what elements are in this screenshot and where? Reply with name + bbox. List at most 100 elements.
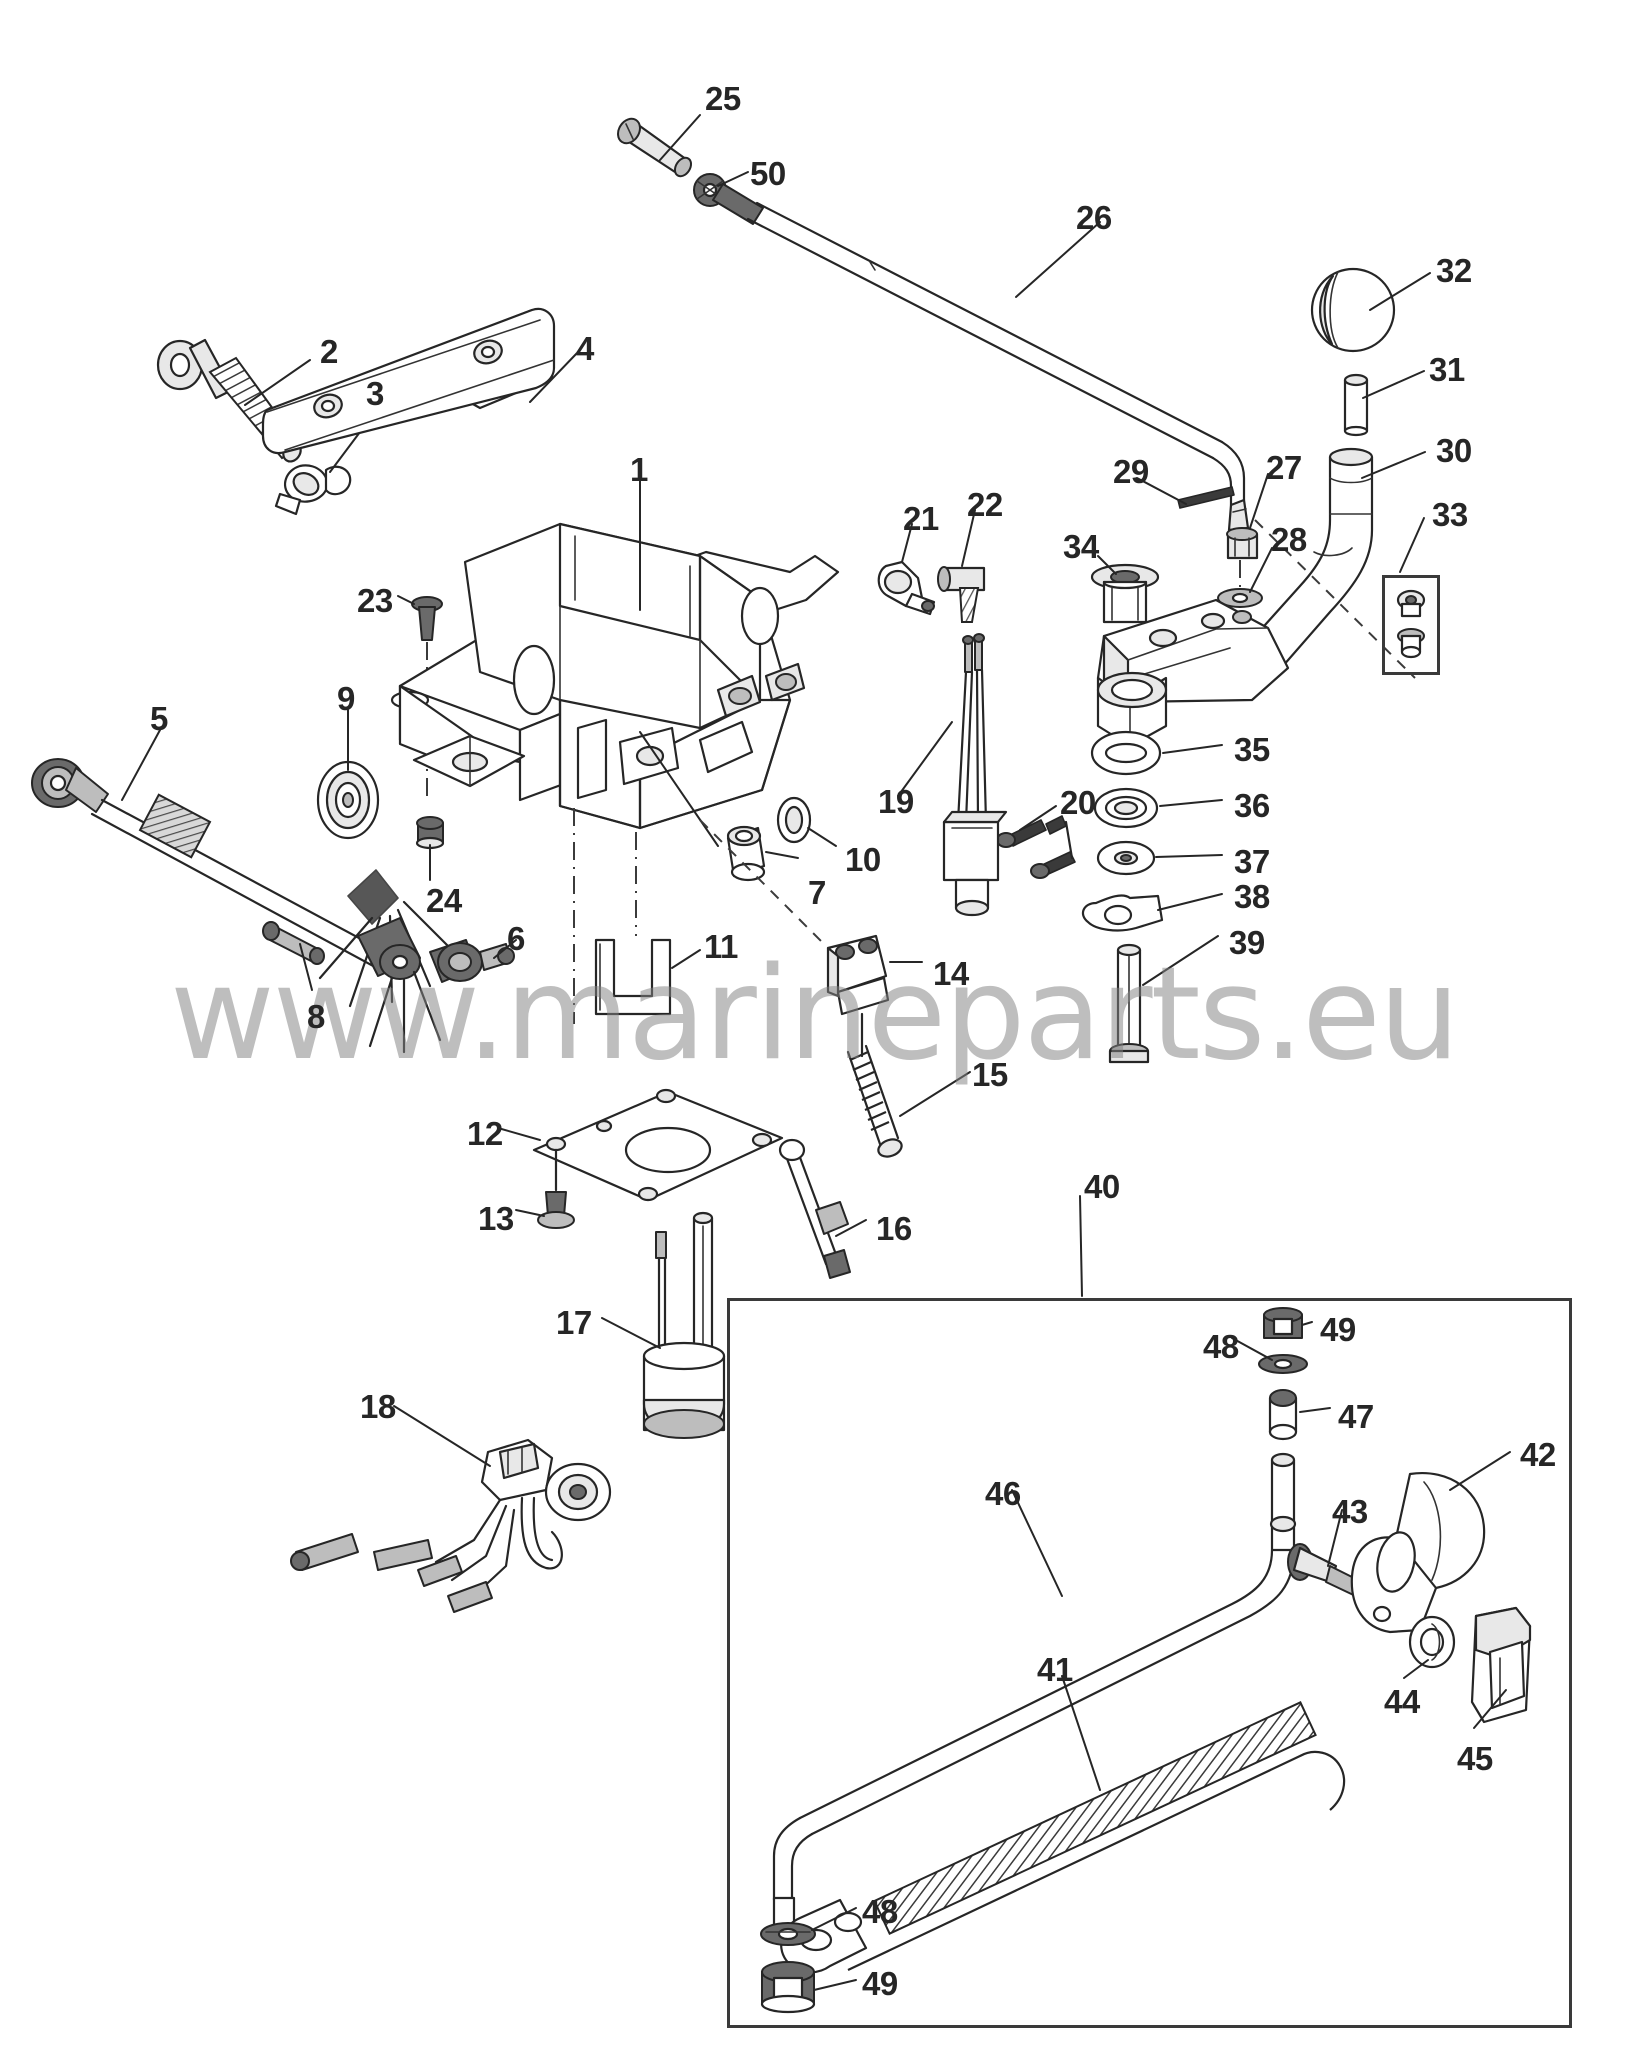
- part-29-cotter-pin: [1177, 486, 1235, 509]
- callout-number-21: 21: [903, 500, 939, 537]
- leader-43: [1327, 1509, 1343, 1567]
- part-6-barrel-retainer: [429, 939, 515, 983]
- part-44-washer: [1408, 1615, 1456, 1669]
- part-24-bushing: [415, 816, 445, 850]
- callout-number-9: 9: [337, 680, 355, 717]
- leader-16: [835, 1219, 867, 1237]
- part-21-clamp: [877, 560, 936, 616]
- part-19-cable-assembly: [942, 633, 1008, 917]
- leader-17: [601, 1317, 661, 1349]
- leader-13: [515, 1209, 545, 1217]
- part-49-locknut-bottom: [760, 1961, 816, 2014]
- part-31-pin: [1343, 373, 1369, 437]
- callout-number-41: 41: [1037, 1651, 1073, 1688]
- part-18-switch-assembly: [290, 1438, 612, 1613]
- leader-45: [1473, 1689, 1507, 1729]
- leader-10: [807, 827, 837, 847]
- leader-8: [299, 943, 313, 991]
- part-5-cable: [31, 758, 402, 976]
- part-13-screw: [537, 1148, 575, 1229]
- callout-number-22: 22: [967, 486, 1003, 523]
- part-3-lock-clip: [274, 464, 352, 516]
- leader-34: [1097, 555, 1117, 575]
- leader-48-top: [1231, 1337, 1273, 1361]
- part-42-swivel-bracket: [1350, 1471, 1486, 1634]
- callout-number-36: 36: [1234, 787, 1270, 824]
- callout-number-38: 38: [1234, 878, 1270, 915]
- leader-12: [497, 1127, 541, 1141]
- callout-number-33: 33: [1432, 496, 1468, 533]
- callout-number-34: 34: [1063, 528, 1099, 565]
- callout-number-40: 40: [1084, 1168, 1120, 1205]
- leader-33: [1399, 517, 1425, 573]
- part-38-lever-clip: [1081, 894, 1164, 932]
- callout-number-24: 24: [426, 882, 462, 919]
- callout-number-20: 20: [1060, 784, 1096, 821]
- callout-number-2: 2: [320, 333, 338, 370]
- leader-11: [671, 949, 701, 969]
- leader-37: [1155, 854, 1223, 858]
- part-49-locknut-top: [1263, 1307, 1303, 1339]
- leader-22: [961, 509, 976, 567]
- callout-number-14: 14: [933, 955, 969, 992]
- leader-36: [1159, 799, 1223, 807]
- part-7-bushing: [726, 825, 766, 882]
- callout-number-19: 19: [878, 783, 914, 820]
- inset-contents: [760, 1307, 1532, 2014]
- callout-number-13: 13: [478, 1200, 514, 1237]
- callout-number-37: 37: [1234, 843, 1270, 880]
- callout-number-5: 5: [150, 700, 168, 737]
- callout-number-18: 18: [360, 1388, 396, 1425]
- leader-26: [1015, 221, 1101, 298]
- callout-number-49b: 49: [862, 1965, 898, 2002]
- callout-number-50: 50: [750, 155, 786, 192]
- leader-2: [244, 359, 311, 406]
- part-9-grommet: [316, 760, 380, 840]
- leader-23: [397, 595, 415, 605]
- part-17-shift-shaft-boot: [642, 1211, 726, 1439]
- part-4-mounting-plate: [261, 307, 556, 455]
- leader-44: [1403, 1659, 1429, 1679]
- part-47-bushing: [1268, 1389, 1298, 1441]
- leader-30: [1361, 451, 1426, 479]
- detail-box-33: [1382, 575, 1440, 675]
- callout-number-17: 17: [556, 1304, 592, 1341]
- callout-number-7: 7: [808, 874, 826, 911]
- dash-to-14: [699, 819, 825, 945]
- part-16-link-rod: [778, 1138, 851, 1279]
- callout-number-16: 16: [876, 1210, 912, 1247]
- part-25-pin: [617, 117, 693, 178]
- callout-number-15: 15: [972, 1056, 1008, 1093]
- leader-35: [1162, 744, 1223, 754]
- part-12-gasket-plate: [532, 1088, 784, 1202]
- callout-number-30: 30: [1436, 432, 1472, 469]
- callout-number-26: 26: [1076, 199, 1112, 236]
- leader-18: [393, 1405, 491, 1467]
- callout-number-31: 31: [1429, 351, 1465, 388]
- leader-7b: [639, 731, 719, 847]
- shift-arm-assembly: [1096, 598, 1290, 748]
- callout-number-4: 4: [576, 330, 594, 367]
- leader-29: [1136, 477, 1187, 505]
- part-14-connector-block: [826, 934, 890, 1058]
- part-45-clevis: [1470, 1606, 1532, 1724]
- callout-number-47: 47: [1338, 1398, 1374, 1435]
- leader-21: [901, 523, 913, 563]
- callout-number-3: 3: [366, 375, 384, 412]
- part-26-shift-rod: [712, 183, 1250, 532]
- leader-40: [1079, 1195, 1083, 1297]
- part-23-screw: [411, 596, 443, 641]
- part-11-u-bracket: [594, 938, 672, 1016]
- leader-41: [1061, 1675, 1101, 1791]
- part-39-bolt: [1108, 943, 1150, 1064]
- leader-49-bottom: [813, 1979, 857, 1991]
- leader-15: [899, 1071, 971, 1117]
- callout-number-45: 45: [1457, 1740, 1493, 1777]
- part-41-threaded-rod: [780, 1701, 1346, 1974]
- part-15-spring: [846, 1044, 903, 1158]
- callout-number-27: 27: [1266, 449, 1302, 486]
- part-22-screw: [937, 566, 986, 623]
- callout-number-1: 1: [630, 451, 648, 488]
